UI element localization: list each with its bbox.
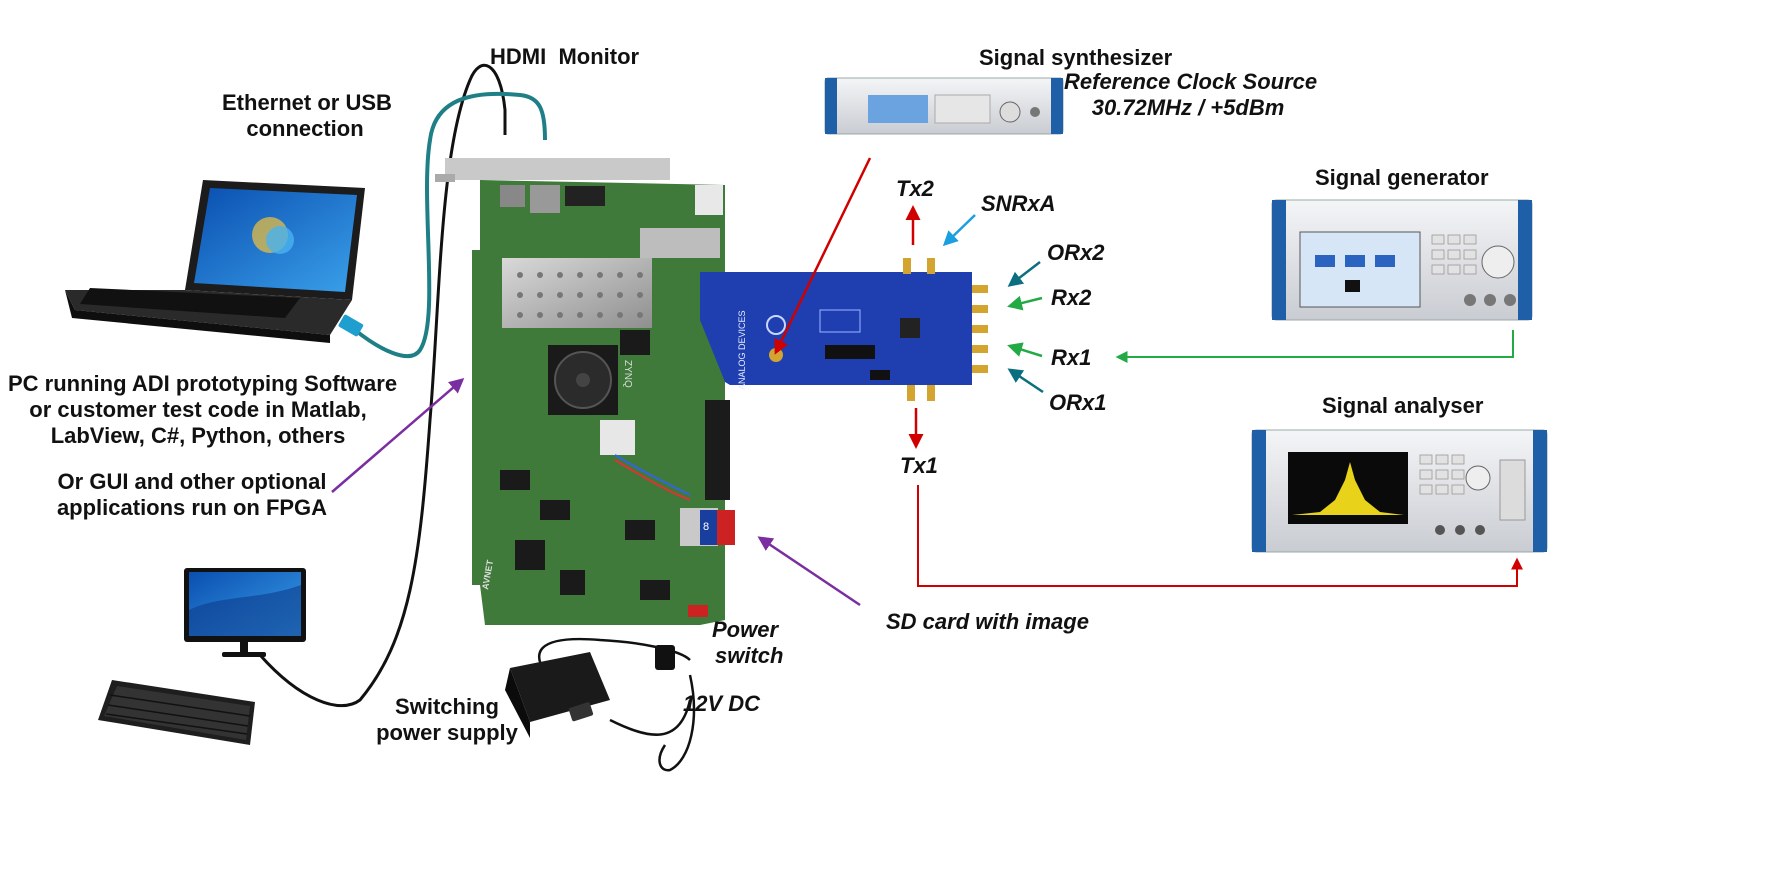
ethernet-usb-line-2: connection xyxy=(246,115,364,141)
power-switch-line-1: Power xyxy=(712,617,779,642)
tx1-label: Tx1 xyxy=(900,453,938,478)
signal-synthesizer-instrument xyxy=(824,77,1064,135)
signal-analyser-label: Signal analyser xyxy=(1322,393,1484,418)
tx1-to-analyser-arrow xyxy=(917,485,1523,587)
rx1-label: Rx1 xyxy=(1051,345,1092,370)
dc-plug xyxy=(655,645,675,670)
orx2-arrow xyxy=(1007,261,1041,287)
ref-clock-label: Reference Clock Source 30.72MHz / +5dBm xyxy=(1064,69,1318,121)
power-supply-brick xyxy=(505,652,610,738)
signal-analyser-instrument xyxy=(1251,429,1548,553)
rx2-label: Rx2 xyxy=(1051,285,1092,310)
orx1-arrow xyxy=(1007,368,1044,394)
gui-fpga-line-2: applications run on FPGA xyxy=(56,494,328,520)
snrxa-arrow xyxy=(942,214,976,247)
fpga-board: ZYNQ 8 AVNET xyxy=(435,158,735,625)
power-switch-label: Power switch xyxy=(712,617,783,669)
snrxa-label: SNRxA xyxy=(981,191,1056,216)
rx2-arrow xyxy=(1007,295,1043,311)
pc-running-line-2: or customer test code in Matlab, xyxy=(29,396,367,422)
ethernet-usb-line-1: Ethernet or USB xyxy=(222,90,392,115)
switching-supply-line-1: Switching xyxy=(395,694,499,719)
ref-clock-line-1: Reference Clock Source xyxy=(1064,69,1318,94)
hdmi-monitor-label: HDMI Monitor xyxy=(490,44,640,69)
sd-card-label: SD card with image xyxy=(886,609,1089,634)
rx1-arrow xyxy=(1007,342,1043,358)
signal-generator-instrument xyxy=(1271,199,1533,321)
ethernet-plug xyxy=(338,314,364,337)
sd-card-arrow xyxy=(757,536,861,607)
gui-fpga-label: Or GUI and other optional applications r… xyxy=(52,469,332,521)
pc-running-line-1: PC running ADI prototyping Software xyxy=(8,371,398,396)
dc-12v-label: 12V DC xyxy=(683,691,761,716)
sd-card-digit: 8 xyxy=(703,521,709,533)
ref-clock-arrow xyxy=(774,157,872,355)
orx1-label: ORx1 xyxy=(1049,390,1107,415)
ethernet-cable xyxy=(353,91,547,359)
signal-synthesizer-label: Signal synthesizer xyxy=(979,45,1173,70)
hdmi-cable xyxy=(258,63,507,708)
tx2-label: Tx2 xyxy=(896,176,934,201)
gui-fpga-line-1: Or GUI and other optional xyxy=(57,469,327,494)
adi-evaluation-board: ANALOG DEVICES xyxy=(700,258,988,401)
orx2-label: ORx2 xyxy=(1047,240,1105,265)
pc-running-line-3: LabView, C#, Python, others xyxy=(50,422,346,448)
zynq-chip-label: ZYNQ xyxy=(622,360,633,388)
power-switch-line-2: switch xyxy=(715,642,784,668)
siggen-to-rx1-arrow xyxy=(1115,330,1514,363)
gui-fpga-arrow xyxy=(331,378,465,493)
power-cable-2 xyxy=(609,699,692,736)
laptop xyxy=(65,180,365,343)
ref-clock-line-2: 30.72MHz / +5dBm xyxy=(1091,94,1285,120)
desktop-monitor xyxy=(184,568,306,657)
pc-running-label: PC running ADI prototyping Software or c… xyxy=(8,371,398,449)
keyboard xyxy=(98,680,255,745)
adi-logo: ANALOG DEVICES xyxy=(737,310,747,390)
signal-generator-label: Signal generator xyxy=(1315,165,1489,190)
ethernet-usb-label: Ethernet or USB connection xyxy=(222,90,392,142)
switching-supply-label: Switching power supply xyxy=(372,694,522,746)
switching-supply-line-2: power supply xyxy=(376,719,518,745)
